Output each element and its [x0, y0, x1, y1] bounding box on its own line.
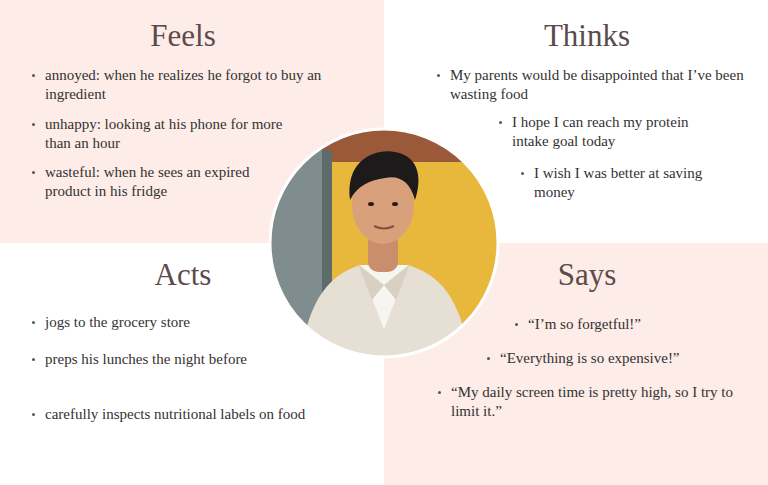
bullet-dot — [32, 413, 35, 416]
bullet-text: My parents would be disappointed that I’… — [450, 66, 750, 104]
portrait-scene — [260, 120, 510, 370]
bullet-dot — [521, 172, 524, 175]
photo-border — [270, 129, 498, 357]
hair — [349, 151, 418, 200]
bullet-dot — [32, 123, 35, 126]
bullet-text: “I’m so forgetful!” — [528, 315, 758, 334]
bullet-dot — [438, 391, 441, 394]
bullet-dot — [32, 171, 35, 174]
yellow-wall — [260, 120, 510, 370]
bullet-text: jogs to the grocery store — [45, 313, 325, 332]
bullet-text: “Everything is so expensive!” — [500, 349, 740, 368]
bullet-dot — [32, 358, 35, 361]
bullet-dot — [32, 74, 35, 77]
bullet-text: wasteful: when he sees an expired produc… — [45, 163, 270, 201]
shirt — [300, 265, 470, 370]
eye — [368, 202, 374, 206]
mouth — [374, 226, 394, 229]
bullet-dot — [515, 323, 518, 326]
quadrant-panel: Says “I’m so forgetful!” “Everything is so… — [384, 243, 768, 485]
quadrant-heading: Thinks — [437, 18, 737, 54]
quadrant-panel: Acts jogs to the grocery store preps his l… — [0, 243, 384, 485]
bullet-text: I wish I was better at saving money — [534, 164, 734, 202]
bullet-text: I hope I can reach my protein intake goa… — [512, 113, 727, 151]
bullet-text: carefully inspects nutritional labels on… — [45, 405, 345, 424]
bullet-text: preps his lunches the night before — [45, 350, 255, 369]
quadrant-heading: Acts — [33, 257, 333, 293]
quadrant-heading: Says — [437, 257, 737, 293]
eye — [392, 202, 398, 206]
bullet-text: unhappy: looking at his phone for more t… — [45, 115, 285, 153]
bullet-dot — [499, 121, 502, 124]
bullet-dot — [32, 321, 35, 324]
quadrant-heading: Feels — [33, 18, 333, 54]
bullet-text: “My daily screen time is pretty high, so… — [451, 383, 741, 421]
bullet-text: annoyed: when he realizes he forgot to b… — [45, 66, 345, 104]
bullet-dot — [437, 74, 440, 77]
bullet-dot — [487, 357, 490, 360]
